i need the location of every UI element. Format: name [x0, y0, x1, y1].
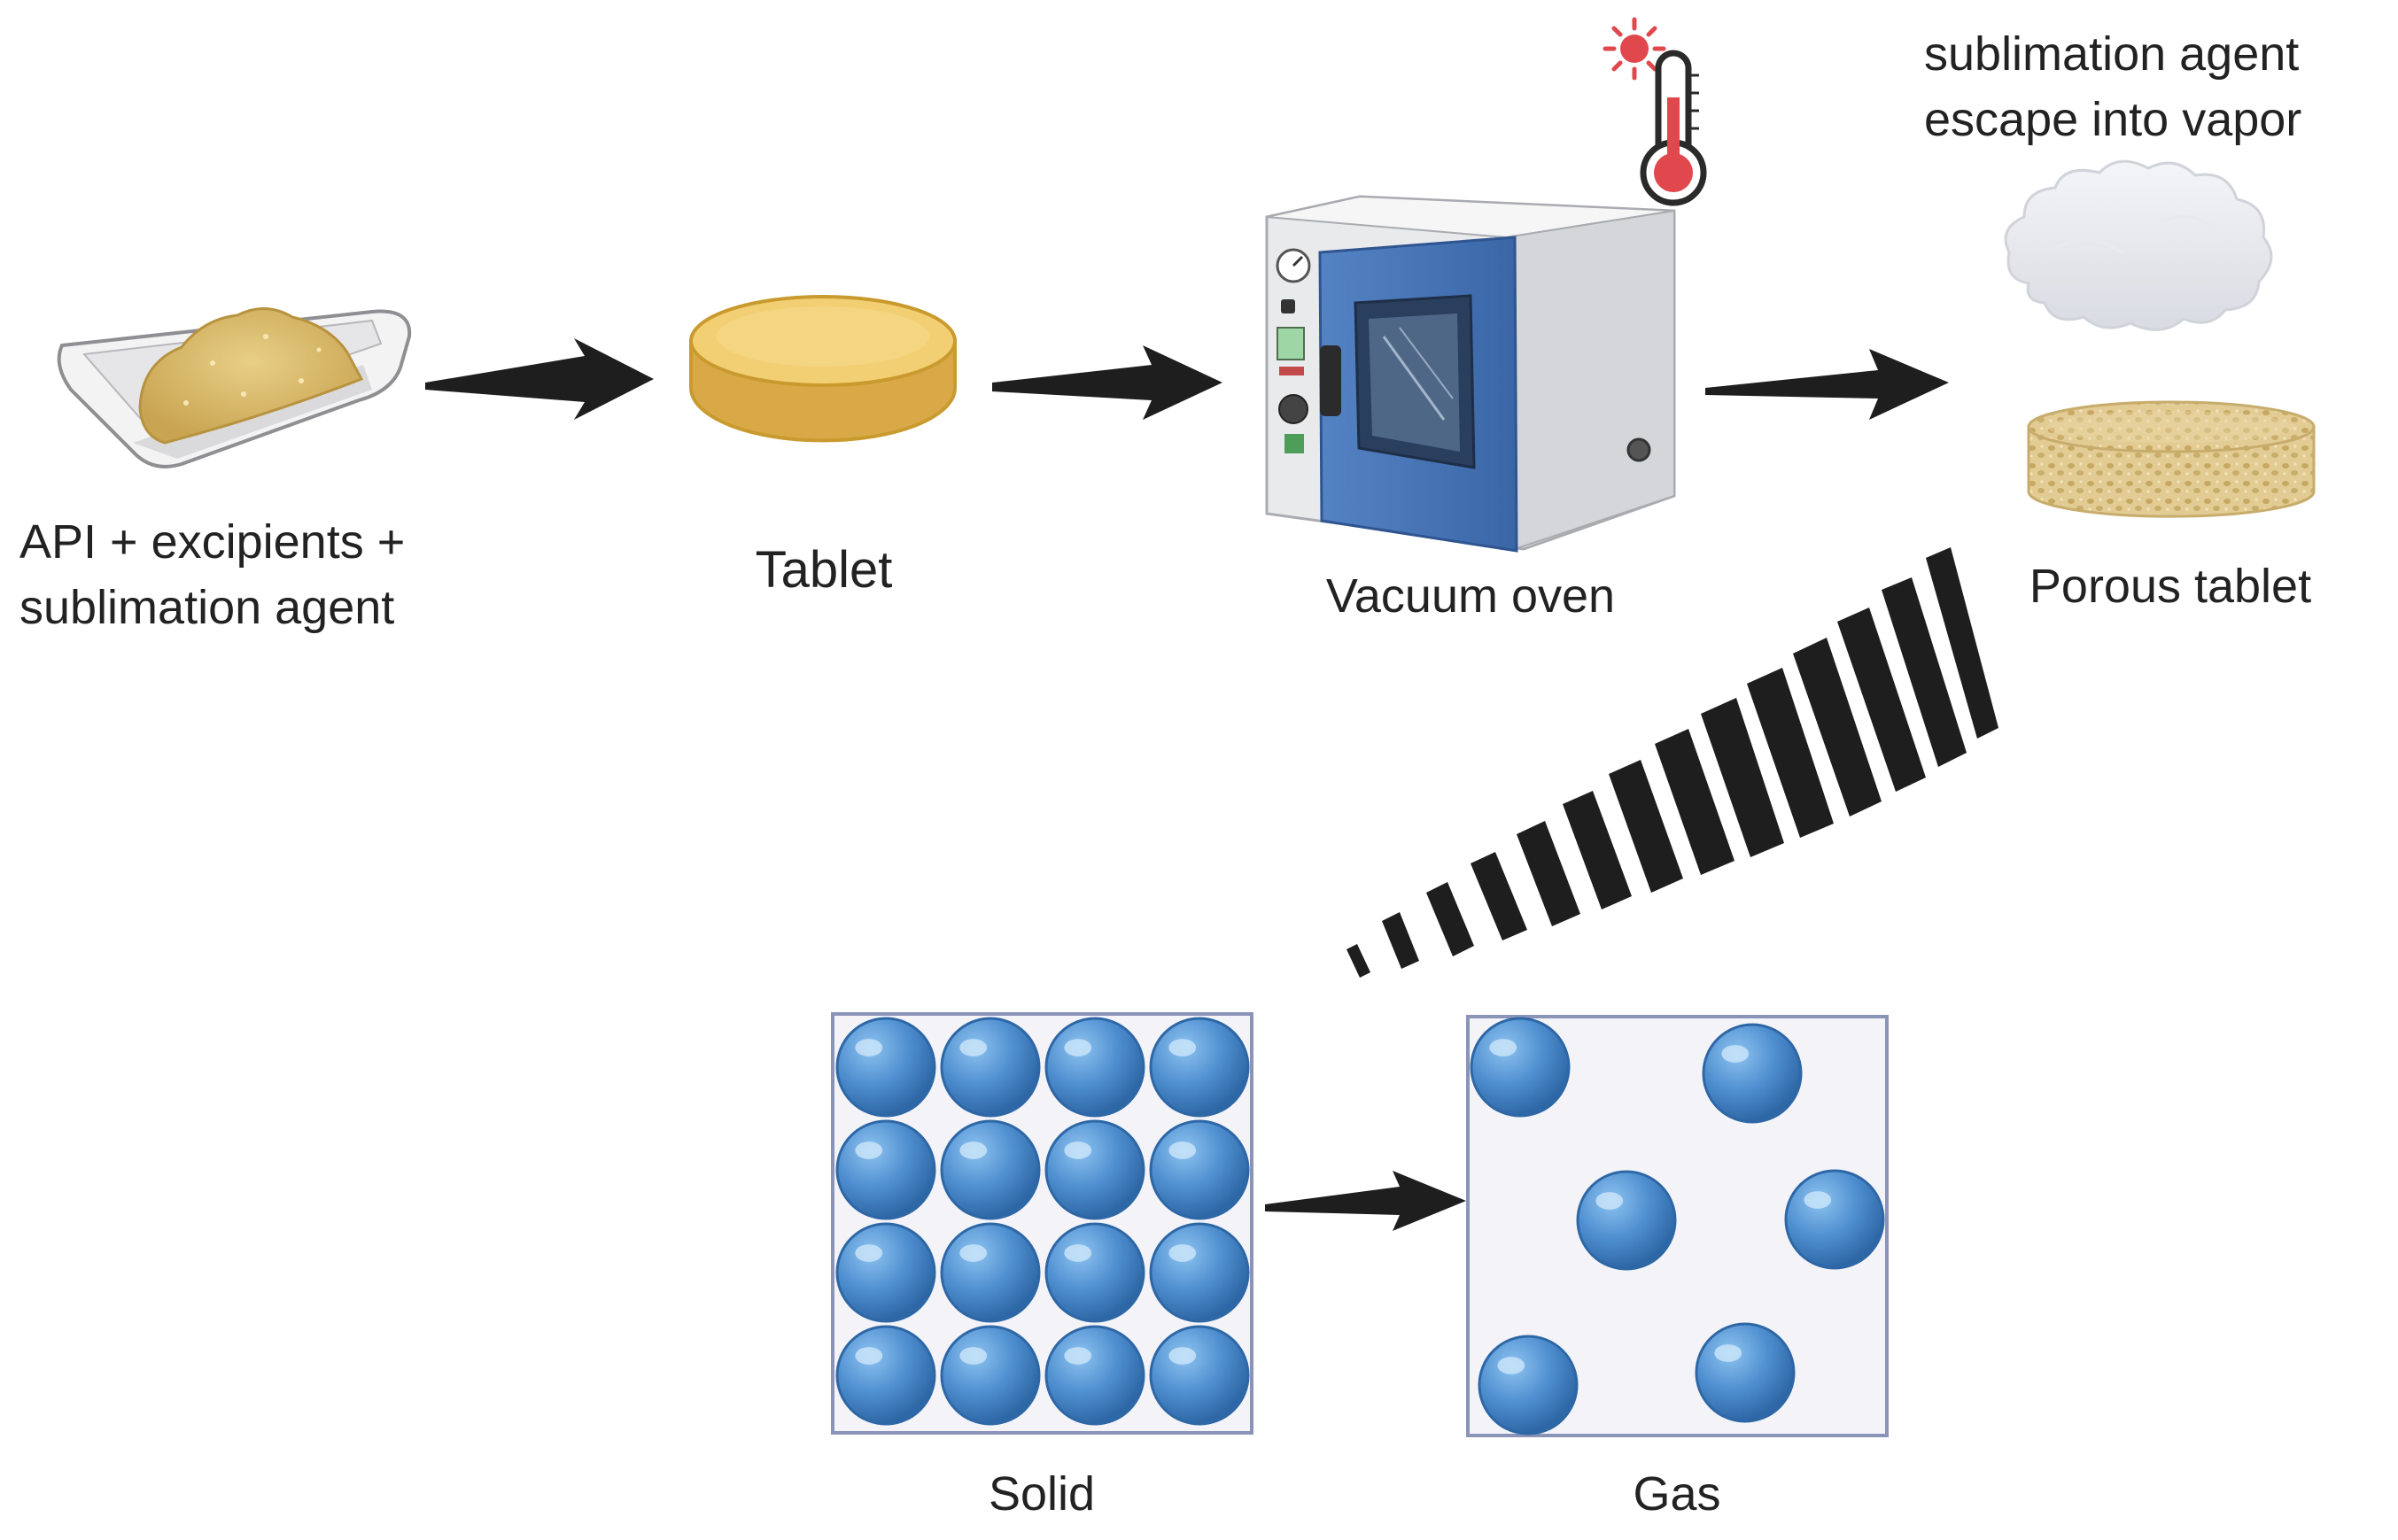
zoom-rays	[1346, 547, 1998, 978]
porous-label: Porous tablet	[2029, 560, 2312, 613]
mixture-label-line2: sublimation agent	[19, 581, 395, 634]
powder-dish-icon	[57, 306, 412, 468]
mixture-label-line1: API + excipients +	[19, 515, 406, 569]
gas-molecules-icon	[1466, 1015, 1889, 1437]
solid-molecule	[1044, 1222, 1145, 1323]
tablet-label: Tablet	[755, 541, 893, 599]
arrow-mix-to-tablet	[425, 338, 654, 420]
solid-molecule	[1044, 1017, 1145, 1118]
solid-molecule	[835, 1119, 936, 1220]
gas-molecule	[1784, 1169, 1885, 1270]
solid-molecule	[1044, 1119, 1145, 1220]
arrow-solid-to-gas	[1265, 1171, 1466, 1231]
gas-molecule	[1702, 1023, 1803, 1124]
tablet-icon	[689, 295, 957, 443]
oven-label: Vacuum oven	[1325, 569, 1616, 623]
solid-molecule	[835, 1222, 936, 1323]
solid-molecule	[1149, 1119, 1250, 1220]
solid-molecule	[1149, 1017, 1250, 1118]
solid-molecule	[1044, 1325, 1145, 1426]
gas-molecule	[1576, 1170, 1677, 1271]
solid-molecule	[835, 1017, 936, 1118]
sun-heat-icon	[1603, 17, 1666, 81]
vapor-label-line1: sublimation agent	[1924, 27, 2300, 81]
solid-molecules	[835, 1017, 1250, 1426]
solid-molecule	[940, 1017, 1041, 1118]
solid-molecule	[940, 1119, 1041, 1220]
porous-tablet-icon	[2027, 400, 2316, 518]
vapor-cloud-icon	[2004, 159, 2273, 331]
gas-molecules	[1470, 1017, 1885, 1436]
gas-molecule	[1695, 1322, 1796, 1423]
arrow-oven-to-porous	[1705, 349, 1949, 420]
gas-molecule	[1470, 1017, 1571, 1118]
vapor-label: sublimation agent escape into vapor	[1924, 21, 2301, 152]
gas-molecule	[1478, 1335, 1579, 1436]
solid-molecules-icon	[831, 1012, 1253, 1435]
solid-molecule	[940, 1222, 1041, 1323]
vacuum-oven-icon	[1265, 195, 1676, 553]
solid-label: Solid	[988, 1467, 1096, 1521]
vapor-label-line2: escape into vapor	[1924, 93, 2302, 146]
gas-label: Gas	[1633, 1467, 1721, 1521]
solid-molecule	[940, 1325, 1041, 1426]
solid-molecule	[835, 1325, 936, 1426]
thermometer-icon	[1640, 50, 1707, 206]
mixture-label: API + excipients + sublimation agent	[19, 509, 405, 640]
arrow-tablet-to-oven	[992, 345, 1222, 420]
solid-molecule	[1149, 1222, 1250, 1323]
solid-molecule	[1149, 1325, 1250, 1426]
